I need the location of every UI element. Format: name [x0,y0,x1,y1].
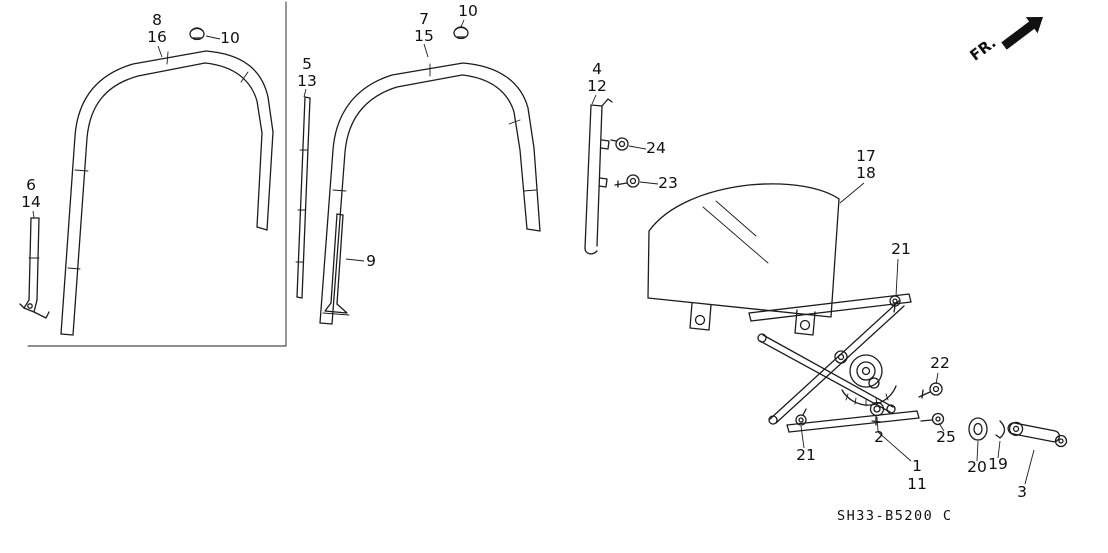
leader-lines [32,19,1035,485]
glass-run-channel [584,98,613,255]
callout-11: 11 [907,475,927,493]
callout-18: 18 [856,164,876,182]
window-regulator [748,293,920,433]
glass-reflection-lines [702,206,769,264]
callout-8: 8 [152,11,162,29]
callout-2: 2 [874,428,884,446]
regulator-lift-arm [768,300,905,425]
regulator-handle [1007,421,1068,448]
callout-13: 13 [297,72,317,90]
regulator-equalizer-arm [757,333,896,414]
callout-labels: 8 16 10 5 13 7 15 10 4 12 24 23 6 14 9 1… [21,2,1027,501]
glass-mount-bracket-front [689,302,712,331]
fr-direction-arrow: FR. [966,17,1043,65]
callout-5: 5 [302,55,312,73]
regulator-pinion-shaft [868,377,880,389]
arrow-icon [1001,17,1043,50]
bolt-25-part [920,412,945,426]
callout-23: 23 [658,174,678,192]
callout-20: 20 [967,458,987,476]
bolt-22-part [918,382,943,399]
callout-24: 24 [646,139,666,157]
handle-clip-part [995,420,1006,439]
callout-16: 16 [147,28,167,46]
regulator-pivot [834,350,848,364]
callout-21-lower: 21 [796,446,816,464]
channel-bolt-part [614,174,640,188]
escutcheon-ring [968,417,988,441]
bolt-21-lower-part [795,408,807,426]
callout-17: 17 [856,147,876,165]
grommet-part [610,137,629,151]
callout-22: 22 [930,354,950,372]
callout-12: 12 [587,77,607,95]
center-sash-strip [295,96,311,299]
callout-6: 6 [26,176,36,194]
callout-3: 3 [1017,483,1027,501]
diagram-code: SH33-B5200 C [837,508,953,524]
callout-14: 14 [21,193,41,211]
regulator-bottom-rail [786,410,920,433]
callout-1: 1 [912,457,922,475]
callout-25: 25 [936,428,956,446]
rear-door-sash [319,62,541,325]
callout-4: 4 [592,60,602,78]
bolt-21-upper-part [889,295,901,313]
callout-10-rear: 10 [458,2,478,20]
regulator-sector-gear [841,385,897,407]
regulator-top-rail [748,293,912,322]
door-glass [647,183,840,336]
bolt-2-part [869,401,885,426]
fr-label: FR. [966,33,999,64]
front-lower-sash [19,217,50,319]
sash-clip-front [189,27,205,41]
regulator-spiral-spring [849,354,883,388]
sash-clip-rear [453,26,469,40]
callout-10-front: 10 [220,29,240,47]
callout-15: 15 [414,27,434,45]
callout-21-upper: 21 [891,240,911,258]
callout-9: 9 [366,252,376,270]
front-door-sash [60,50,274,336]
glass-mount-bracket-rear [794,309,816,336]
detail-boundary-line [27,1,287,347]
callout-19: 19 [988,455,1008,473]
rear-lower-sash-strip [322,213,350,316]
callout-7: 7 [419,10,429,28]
